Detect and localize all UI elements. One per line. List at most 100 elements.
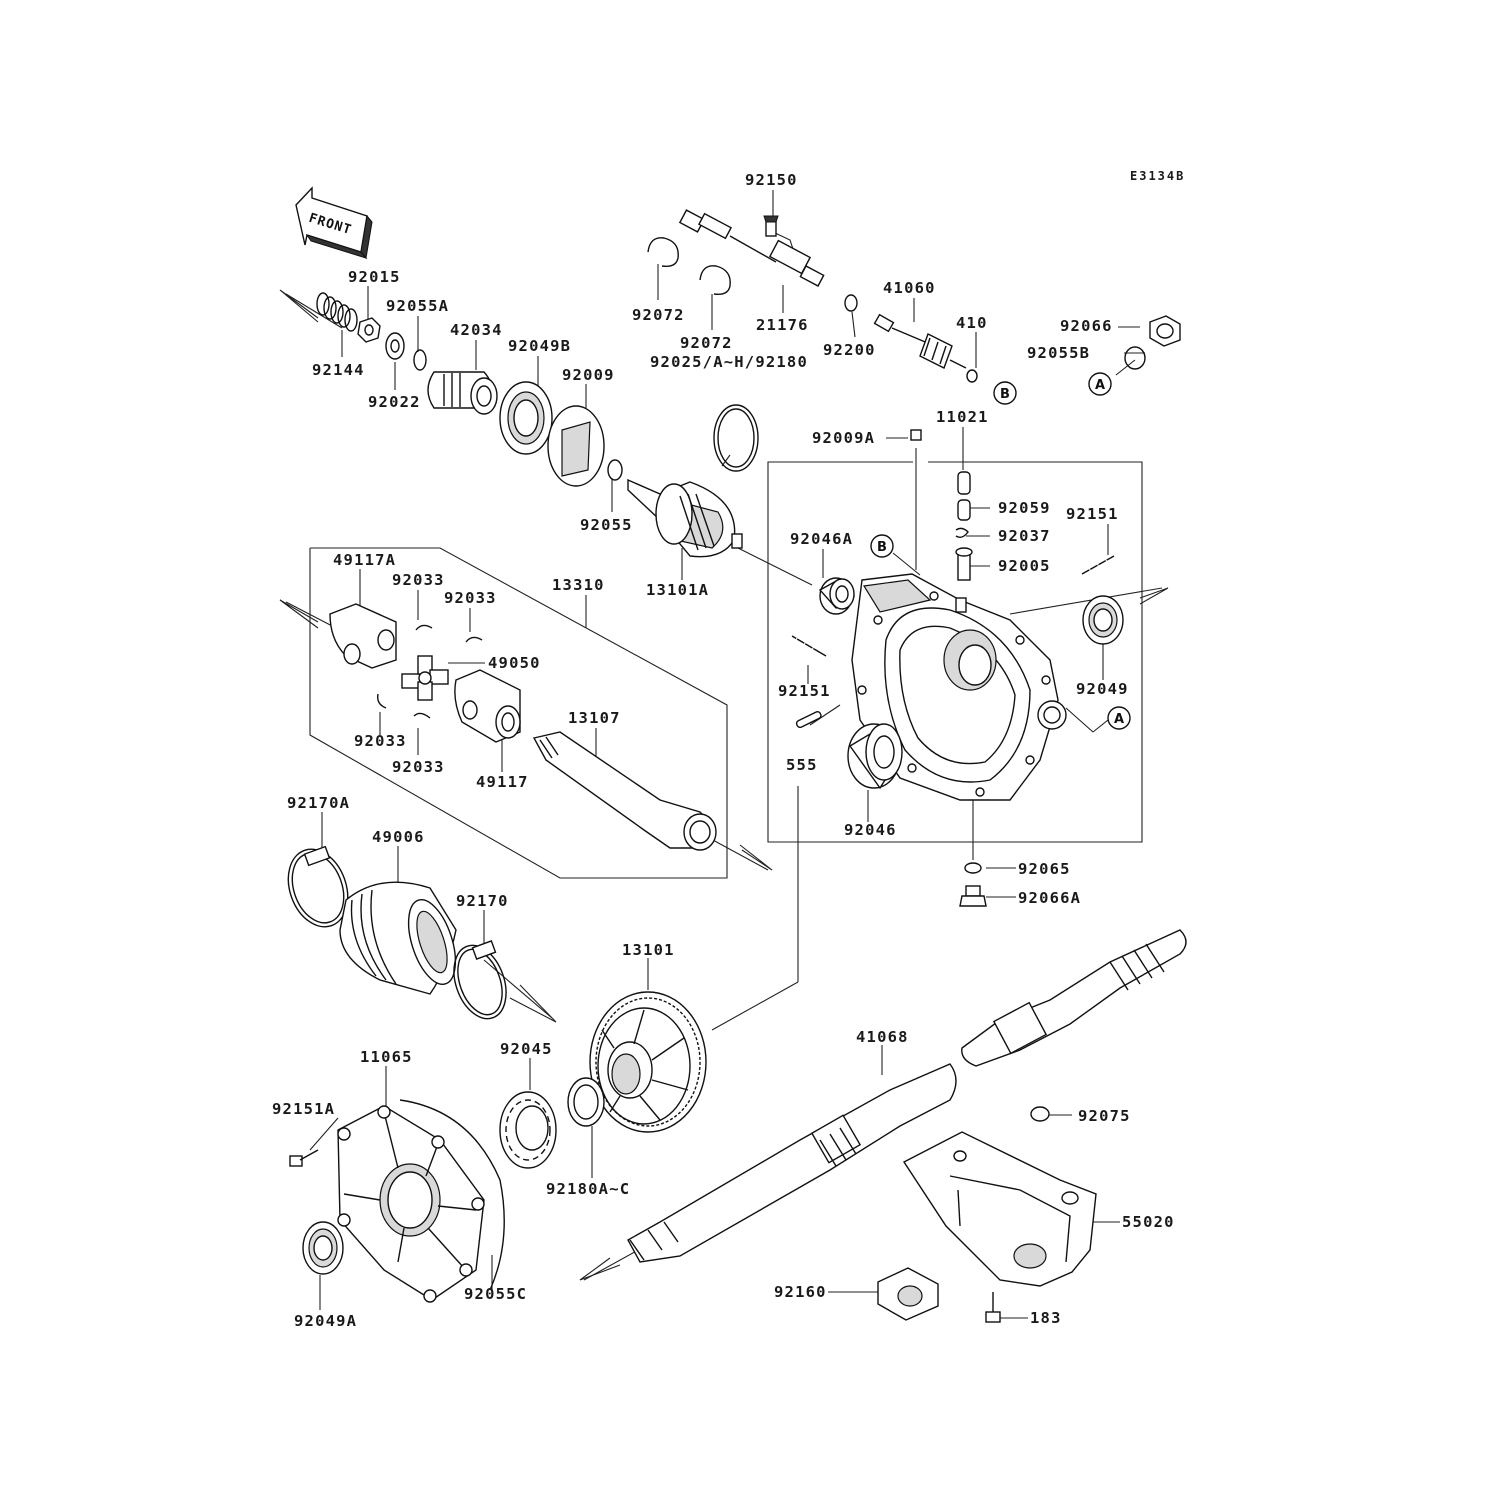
plug-92066A bbox=[959, 885, 987, 907]
bolt-92151A bbox=[289, 1149, 319, 1167]
label-49050: 49050 bbox=[488, 654, 541, 672]
needle-bearing-92046A bbox=[818, 577, 856, 615]
label-92059: 92059 bbox=[998, 499, 1051, 517]
label-21176: 21176 bbox=[756, 316, 809, 334]
label-92022: 92022 bbox=[368, 393, 421, 411]
label-92170: 92170 bbox=[456, 892, 509, 910]
label-92151b: 92151 bbox=[778, 682, 831, 700]
ring-gear-13101 bbox=[589, 991, 707, 1133]
label-49117: 49117 bbox=[476, 773, 529, 791]
bearing-92045 bbox=[499, 1091, 557, 1169]
gear-case-11021 bbox=[851, 573, 1067, 801]
label-49117A: 49117A bbox=[333, 551, 396, 569]
label-92055: 92055 bbox=[580, 516, 633, 534]
driveshaft-41068 bbox=[627, 929, 1187, 1263]
label-13101: 13101 bbox=[622, 941, 675, 959]
stud-92151b bbox=[791, 635, 827, 657]
label-92046: 92046 bbox=[844, 821, 897, 839]
label-92049A: 92049A bbox=[294, 1312, 357, 1330]
plug-92009A bbox=[910, 429, 922, 441]
oilseal-92049B bbox=[499, 381, 553, 455]
label-92033d: 92033 bbox=[392, 758, 445, 776]
boot-49006 bbox=[339, 881, 457, 995]
label-92200: 92200 bbox=[823, 341, 876, 359]
oring-92055A bbox=[413, 349, 427, 371]
label-92180A: 92180A~C bbox=[546, 1180, 630, 1198]
label-92055C: 92055C bbox=[464, 1285, 527, 1303]
label-13101A: 13101A bbox=[646, 581, 709, 599]
plug-92066 bbox=[1149, 315, 1181, 347]
yoke-49117 bbox=[454, 669, 521, 743]
label-92065: 92065 bbox=[1018, 860, 1071, 878]
label-92046A: 92046A bbox=[790, 530, 853, 548]
label-92049: 92049 bbox=[1076, 680, 1129, 698]
label-92066A: 92066A bbox=[1018, 889, 1081, 907]
cap-92075 bbox=[1030, 1106, 1050, 1122]
label-183: 183 bbox=[1030, 1309, 1062, 1327]
label-92055B: 92055B bbox=[1027, 344, 1090, 362]
nut-92015 bbox=[357, 317, 381, 343]
diagram-code: E3134B bbox=[1130, 169, 1185, 183]
label-92170A: 92170A bbox=[287, 794, 350, 812]
label-92045: 92045 bbox=[500, 1040, 553, 1058]
svg-text:A: A bbox=[1095, 378, 1105, 393]
label-92009A: 92009A bbox=[812, 429, 875, 447]
label-555: 555 bbox=[786, 756, 818, 774]
clip-92072b bbox=[699, 265, 731, 296]
bolt-183 bbox=[985, 1292, 1001, 1323]
oilseal-92049A bbox=[302, 1221, 344, 1275]
label-41068: 41068 bbox=[856, 1028, 909, 1046]
label-13310: 13310 bbox=[552, 576, 605, 594]
label-92049B: 92049B bbox=[508, 337, 571, 355]
label-49006: 49006 bbox=[372, 828, 425, 846]
label-13107: 13107 bbox=[568, 709, 621, 727]
clamp-92170A bbox=[287, 845, 349, 928]
oilseal-92049 bbox=[1082, 595, 1124, 645]
svg-text:B: B bbox=[877, 540, 887, 555]
guard-55020 bbox=[902, 1131, 1097, 1287]
bearing-92046 bbox=[847, 723, 903, 790]
label-92005: 92005 bbox=[998, 557, 1051, 575]
label-92025: 92025/A~H/92180 bbox=[650, 353, 808, 371]
label-410: 410 bbox=[956, 314, 988, 332]
stud-92151a bbox=[1081, 555, 1115, 575]
label-11021: 11021 bbox=[936, 408, 989, 426]
label-92160: 92160 bbox=[774, 1283, 827, 1301]
label-92009: 92009 bbox=[562, 366, 615, 384]
propshaft-frame bbox=[309, 547, 728, 879]
ref-circle-b-case: B bbox=[870, 534, 894, 558]
spider-49050 bbox=[401, 655, 449, 701]
label-92072b: 92072 bbox=[680, 334, 733, 352]
clip-92072a bbox=[647, 237, 679, 268]
label-92055A: 92055A bbox=[386, 297, 449, 315]
circlips-92033 bbox=[376, 624, 483, 719]
coupling-42034 bbox=[427, 371, 498, 415]
pin-555 bbox=[795, 711, 822, 729]
label-92037: 92037 bbox=[998, 527, 1051, 545]
label-42034: 42034 bbox=[450, 321, 503, 339]
ref-circle-a-top: A bbox=[1088, 372, 1112, 396]
oring-92055B bbox=[1124, 346, 1146, 370]
label-41060: 41060 bbox=[883, 279, 936, 297]
washer-92065 bbox=[964, 862, 982, 874]
washer-92200 bbox=[844, 294, 858, 312]
label-92075: 92075 bbox=[1078, 1107, 1131, 1125]
ref-circle-a-case: A bbox=[1107, 706, 1131, 730]
damper-92160 bbox=[877, 1267, 939, 1321]
plug-92059 bbox=[957, 471, 971, 521]
svg-text:B: B bbox=[1000, 387, 1010, 402]
shim-92025 bbox=[713, 404, 759, 472]
breather-92005 bbox=[955, 547, 973, 581]
oring-92055 bbox=[607, 459, 623, 481]
label-92151a: 92151 bbox=[1066, 505, 1119, 523]
front-arrow-icon: FRONT bbox=[295, 186, 373, 260]
clip-92037 bbox=[955, 527, 969, 539]
speed-sensor-21176 bbox=[678, 209, 825, 287]
label-92072a: 92072 bbox=[632, 306, 685, 324]
washer-92022 bbox=[385, 332, 405, 360]
pinion-gear-13101A bbox=[627, 478, 743, 558]
label-11065: 11065 bbox=[360, 1048, 413, 1066]
gearcase-frame bbox=[767, 461, 1143, 843]
leader-lines bbox=[309, 190, 1145, 1319]
clamp-92170 bbox=[453, 940, 507, 1020]
